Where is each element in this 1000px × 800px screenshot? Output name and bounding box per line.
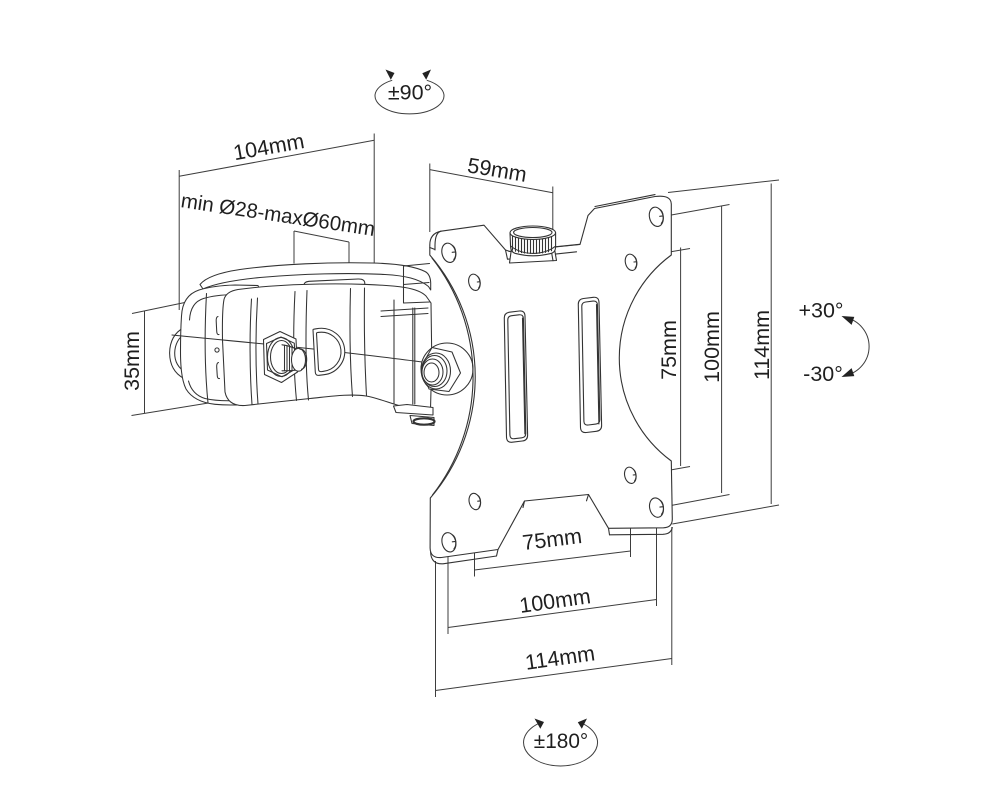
- svg-text:114mm: 114mm: [750, 310, 774, 380]
- svg-text:75mm: 75mm: [657, 320, 681, 380]
- svg-text:-30°: -30°: [803, 362, 843, 386]
- svg-text:±90°: ±90°: [388, 81, 432, 105]
- svg-text:+30°: +30°: [798, 299, 843, 323]
- svg-text:100mm: 100mm: [700, 311, 724, 383]
- svg-text:35mm: 35mm: [120, 331, 144, 391]
- svg-text:±180°: ±180°: [534, 730, 588, 753]
